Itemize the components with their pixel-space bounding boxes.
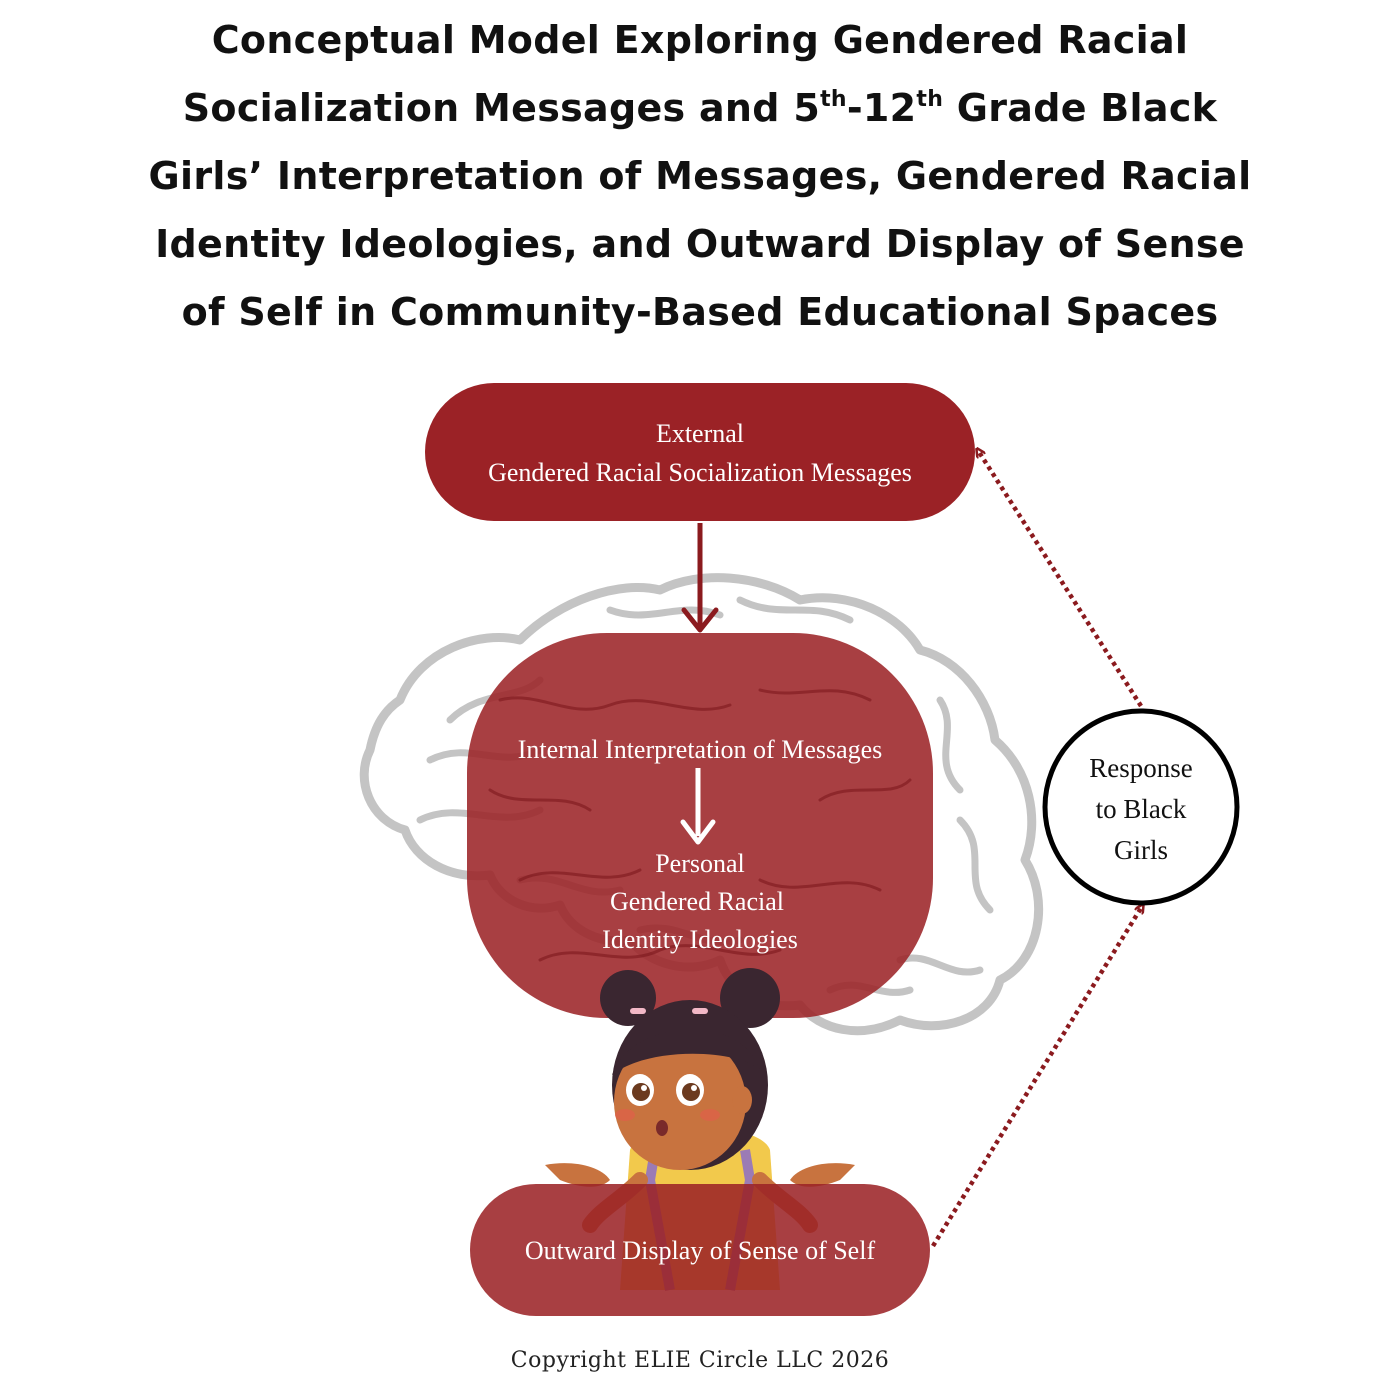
arrow-response-to-external <box>979 452 1143 708</box>
title-line-2-part-a: Socialization Messages and 5 <box>182 86 821 130</box>
external-node-line-2: Gendered Racial Socialization Messages <box>488 458 912 487</box>
copyright-footer: Copyright ELIE Circle LLC 2026 <box>510 1348 890 1373</box>
title-line-2-part-b: -12 <box>846 86 917 130</box>
outward-node-line-1: Outward Display of Sense of Self <box>525 1236 876 1265</box>
title-line-4: Identity Ideologies, and Outward Display… <box>155 222 1245 266</box>
title-line-5: of Self in Community-Based Educational S… <box>181 290 1219 334</box>
external-node-line-1: External <box>656 419 744 448</box>
response-node-line-2: to Black <box>1096 794 1187 824</box>
title-line-1: Conceptual Model Exploring Gendered Raci… <box>211 18 1189 62</box>
personal-node-line-3: Identity Ideologies <box>602 925 798 954</box>
title-superscript-1: th <box>820 87 847 112</box>
response-node-line-3: Girls <box>1114 835 1168 865</box>
arrow-internal-to-personal <box>680 768 716 845</box>
outward-display-node <box>470 1184 930 1316</box>
inner-brain-folds <box>488 688 912 962</box>
personal-node-line-1: Personal <box>655 849 745 878</box>
response-node-line-1: Response <box>1089 753 1193 783</box>
diagram-title: Conceptual Model Exploring Gendered Raci… <box>110 6 1290 346</box>
arrow-outward-to-response <box>931 908 1141 1248</box>
internal-node-line-1: Internal Interpretation of Messages <box>518 735 883 764</box>
response-node <box>1042 708 1240 906</box>
arrow-external-to-internal <box>681 523 719 633</box>
personal-node-line-2: Gendered Racial <box>610 887 784 916</box>
external-messages-node <box>425 383 975 521</box>
title-line-3: Girls’ Interpretation of Messages, Gende… <box>148 154 1252 198</box>
title-superscript-2: th <box>916 87 944 112</box>
title-line-2-part-c: Grade Black <box>943 86 1218 130</box>
title-line-2: Socialization Messages and 5th-12th Grad… <box>110 74 1290 142</box>
